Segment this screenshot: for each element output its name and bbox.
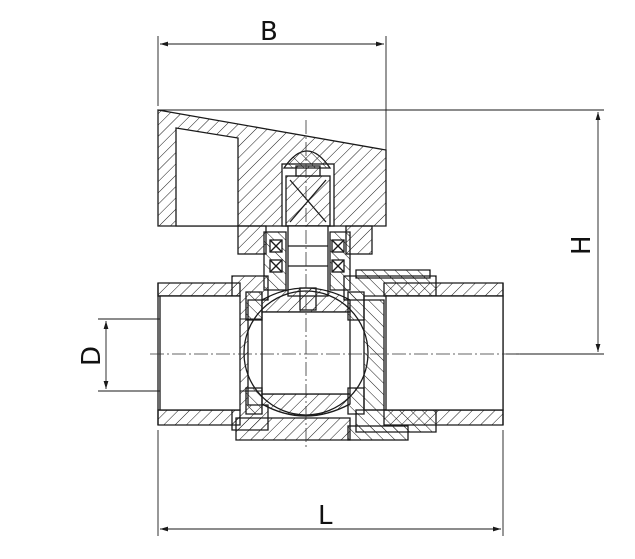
dimension-l: L (157, 430, 504, 536)
dimension-b-label: B (260, 17, 278, 47)
dimension-h-label: H (567, 235, 597, 255)
bonnet (237, 225, 373, 311)
dimension-b: B (157, 17, 387, 150)
dimension-l-label: L (318, 501, 333, 531)
valve-body-right (159, 269, 504, 433)
dimension-d-label: D (77, 346, 107, 366)
center-lines (150, 120, 520, 450)
dimension-h: H (158, 109, 604, 355)
handle (157, 109, 387, 227)
